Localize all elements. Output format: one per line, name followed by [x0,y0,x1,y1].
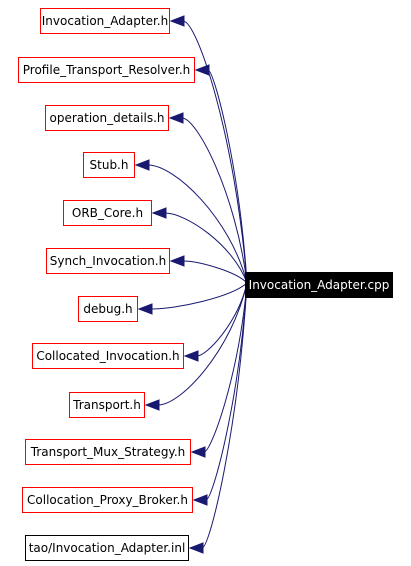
node-invocation-adapter-h[interactable]: Invocation_Adapter.h [40,8,170,34]
dependency-edges [134,15,248,554]
edge-line [207,69,248,284]
node-tao-invocation-adapter-inl[interactable]: tao/Invocation_Adapter.inl [25,535,189,561]
node-collocated-invocation-h[interactable]: Collocated_Invocation.h [32,343,184,369]
node-collocation-proxy-broker-h[interactable]: Collocation_Proxy_Broker.h [22,487,193,513]
edge-line [150,282,248,310]
node-transport-mux-strategy-h[interactable]: Transport_Mux_Strategy.h [25,439,191,465]
edge-arrowhead [183,350,199,362]
edge-line [205,282,248,501]
node-synch-invocation-h[interactable]: Synch_Invocation.h [46,248,170,274]
edge-arrowhead [190,446,206,458]
node-invocation-adapter-cpp: Invocation_Adapter.cpp [245,272,393,298]
node-transport-h[interactable]: Transport.h [69,392,145,418]
edge-arrowhead [192,494,208,506]
edge-arrowhead [151,207,167,219]
edge-line [164,212,248,284]
node-operation-details-h[interactable]: operation_details.h [45,105,169,131]
edge-arrowhead [168,112,184,124]
edge-line [182,260,248,284]
node-profile-transport-resolver-h[interactable]: Profile_Transport_Resolver.h [18,57,195,83]
edge-arrowhead [188,542,204,554]
edge-line [203,282,248,453]
edge-line [182,20,248,284]
edge-arrowhead [169,15,185,27]
edge-line [147,164,248,284]
edge-arrowhead [194,64,210,76]
edge-arrowhead [137,303,153,315]
edge-line [201,282,248,549]
edge-line [181,117,248,284]
node-stub-h[interactable]: Stub.h [83,152,135,178]
edge-line [157,282,248,406]
node-orb-core-h[interactable]: ORB_Core.h [63,200,152,226]
edge-arrowhead [169,255,185,267]
edge-arrowhead [134,159,150,171]
edge-arrowhead [144,399,160,411]
node-debug-h[interactable]: debug.h [78,296,138,322]
